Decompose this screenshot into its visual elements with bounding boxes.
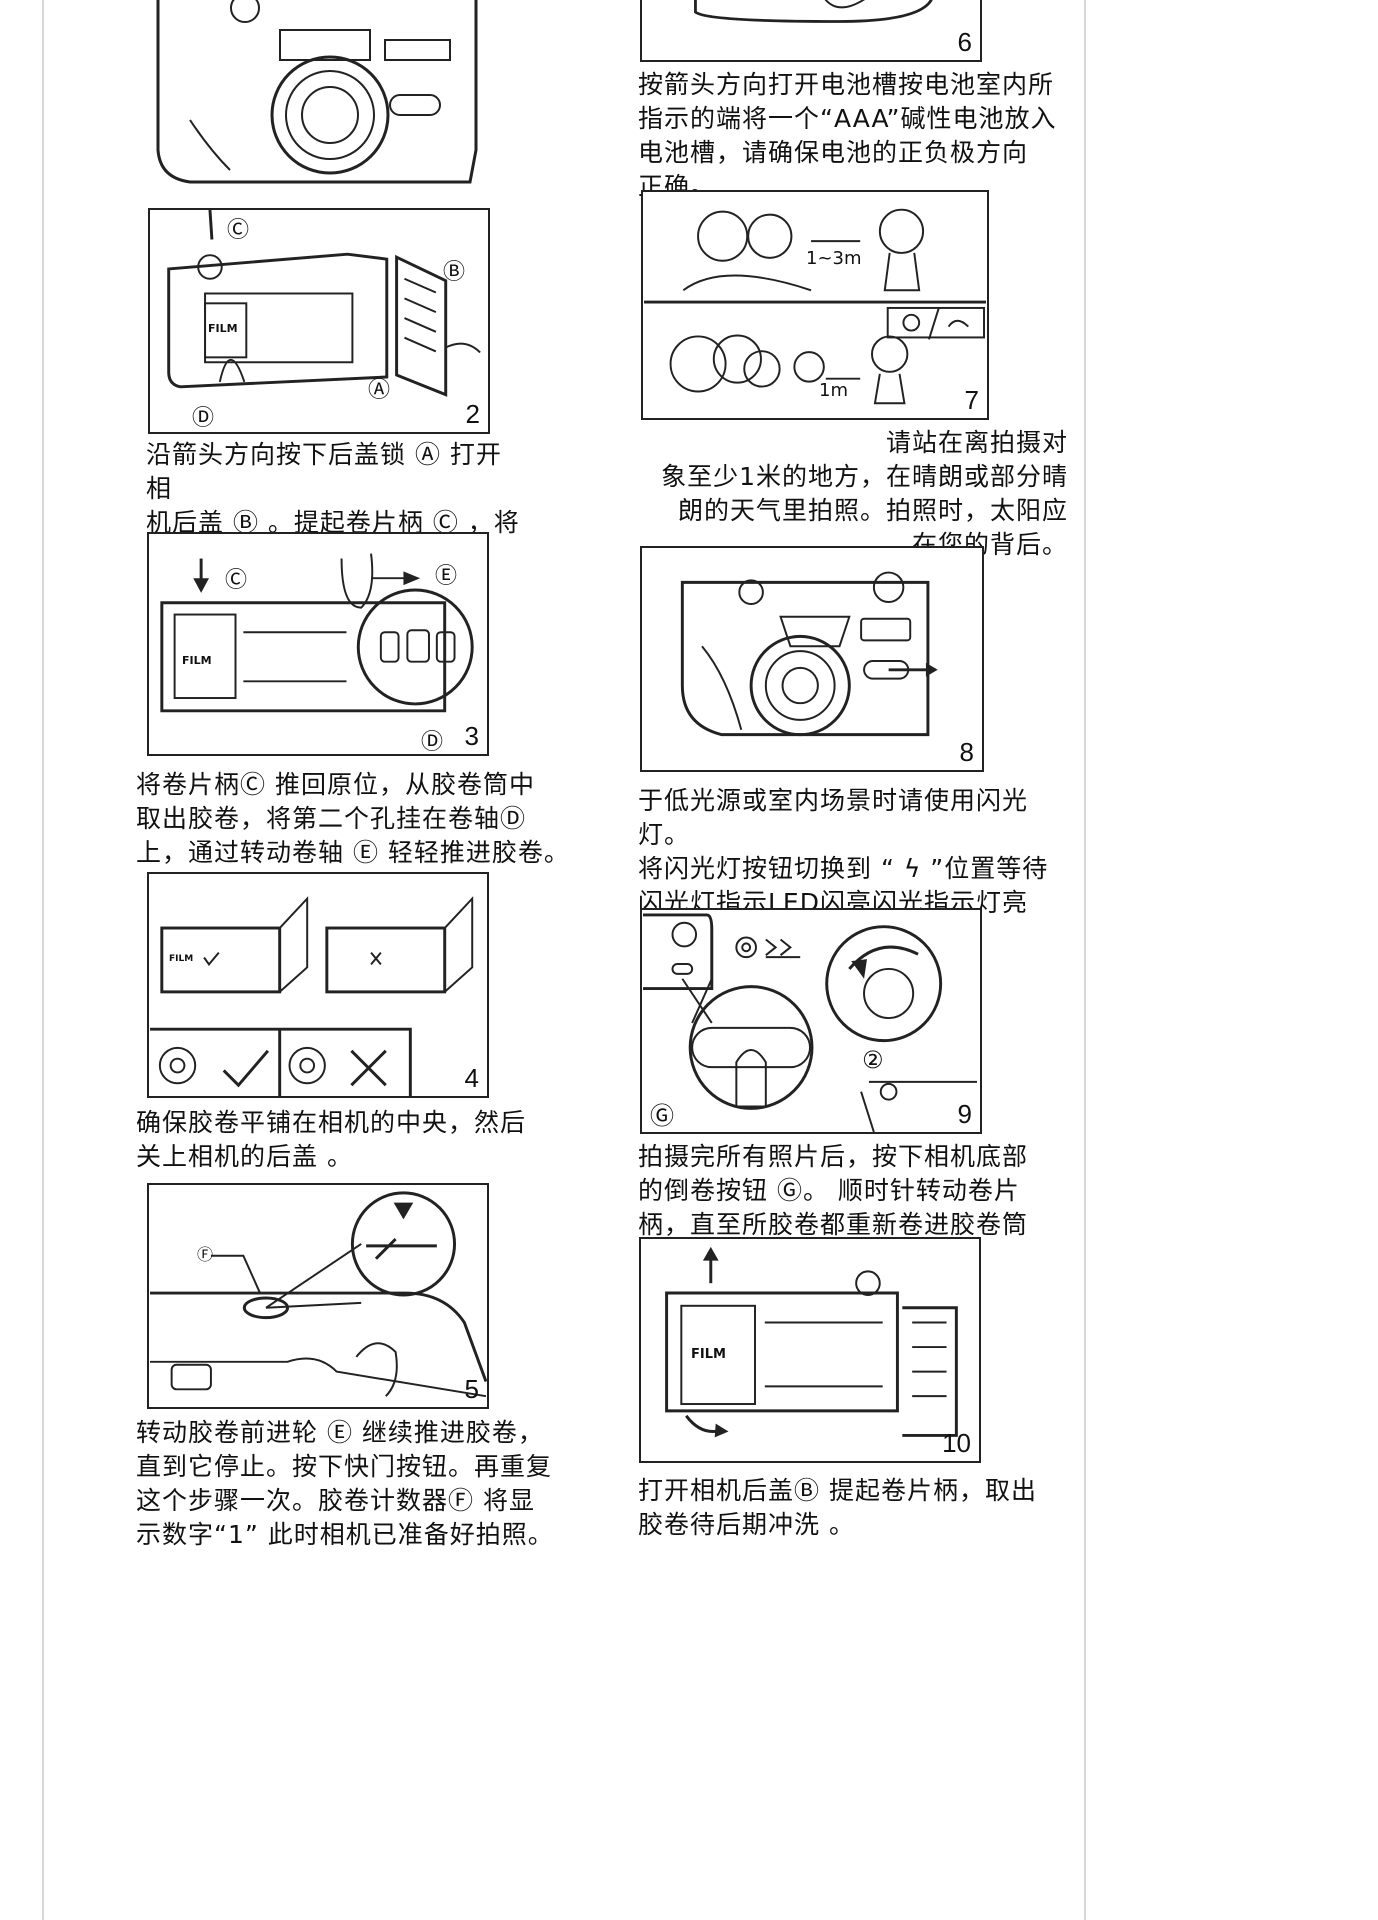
- illustration-step-5: Ⓕ 5: [147, 1183, 489, 1409]
- right-border: [1084, 0, 1086, 1920]
- step-number: 6: [958, 27, 972, 58]
- label-a: Ⓐ: [368, 372, 390, 404]
- label-g: Ⓖ: [650, 1096, 674, 1131]
- step-number: 8: [960, 737, 974, 768]
- illustration-step-2: Ⓒ Ⓑ Ⓐ Ⓓ FILM 2: [148, 208, 490, 434]
- label-c: Ⓒ: [225, 562, 247, 594]
- step-number: 2: [466, 399, 480, 430]
- label-2: ②: [862, 1046, 884, 1074]
- step-10-caption: 打开相机后盖Ⓑ 提起卷片柄，取出 胶卷待后期冲洗 。: [638, 1474, 1058, 1542]
- label-e: Ⓔ: [435, 558, 457, 590]
- illustration-step-1-partial: [150, 0, 480, 190]
- film-label: FILM: [169, 954, 193, 964]
- step-number: 3: [465, 721, 479, 752]
- illustration-step-6: 6: [640, 0, 982, 62]
- distance-label-bottom: 1m: [819, 380, 848, 401]
- step-number: 7: [965, 385, 979, 416]
- left-border: [42, 0, 44, 1920]
- step-number: 5: [465, 1374, 479, 1405]
- step-number: 9: [958, 1099, 972, 1130]
- step-number: 10: [942, 1428, 971, 1459]
- label-d: Ⓓ: [421, 724, 443, 756]
- label-f: Ⓕ: [197, 1241, 213, 1265]
- distance-label-top: 1~3m: [806, 248, 862, 269]
- step-7-caption: 请站在离拍摄对 象至少1米的地方，在晴朗或部分晴 朗的天气里拍照。拍照时，太阳应…: [638, 426, 1068, 562]
- illustration-step-3: Ⓒ Ⓔ Ⓓ FILM 3: [147, 532, 489, 756]
- illustration-step-7: 1~3m 1m 7: [641, 190, 989, 420]
- illustration-step-8: 8: [640, 546, 984, 772]
- step-number: 4: [465, 1063, 479, 1094]
- label-c: Ⓒ: [227, 212, 249, 244]
- illustration-step-10: FILM 10: [639, 1237, 981, 1463]
- step-4-caption: 确保胶卷平铺在相机的中央，然后 关上相机的后盖 。: [136, 1106, 556, 1174]
- label-b: Ⓑ: [443, 254, 465, 286]
- film-label: FILM: [182, 654, 212, 667]
- step-3-caption: 将卷片柄Ⓒ 推回原位，从胶卷筒中 取出胶卷，将第二个孔挂在卷轴Ⓓ 上，通过转动卷…: [136, 768, 576, 870]
- step-5-caption: 转动胶卷前进轮 Ⓔ 继续推进胶卷， 直到它停止。按下快门按钮。再重复 这个步骤一…: [136, 1416, 576, 1552]
- film-label: FILM: [691, 1347, 726, 1362]
- illustration-step-9: Ⓖ ② 9: [640, 908, 982, 1134]
- step-6-caption: 按箭头方向打开电池槽按电池室内所 指示的端将一个“AAA”碱性电池放入 电池槽，…: [638, 68, 1058, 204]
- label-d: Ⓓ: [192, 400, 214, 432]
- illustration-step-4: FILM 4: [147, 872, 489, 1098]
- film-label: FILM: [208, 322, 238, 335]
